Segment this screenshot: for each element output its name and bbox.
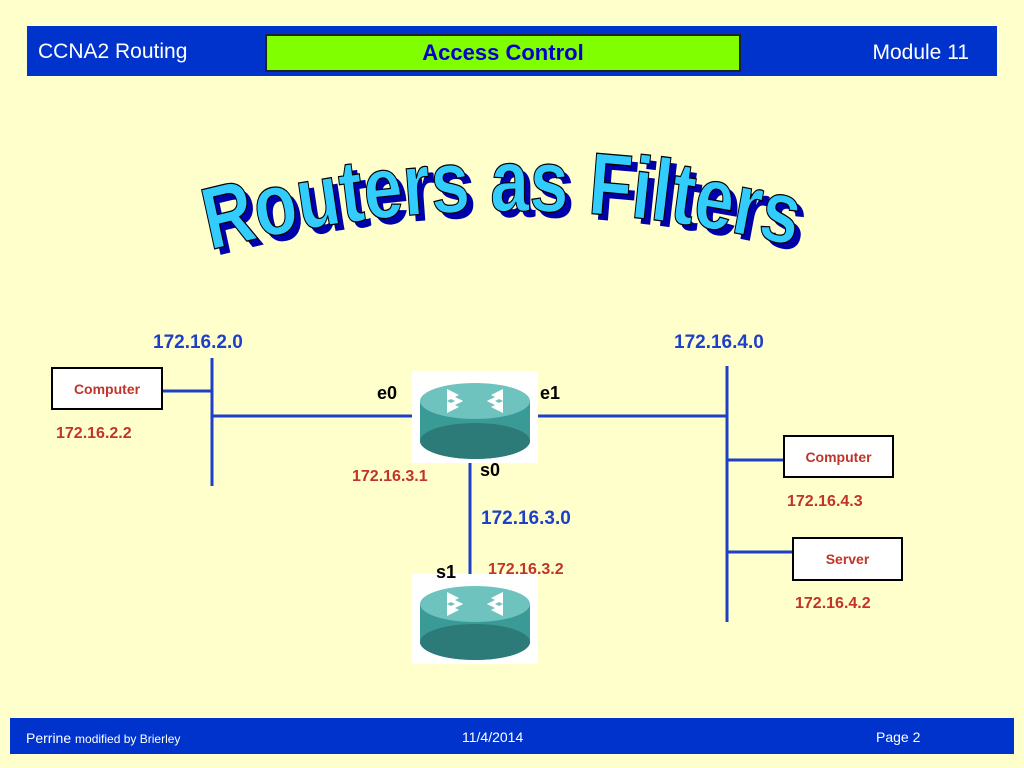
router-icon [412, 371, 538, 463]
footer-date: 11/4/2014 [462, 729, 524, 745]
slide-title: Routers as Filters Routers as Filters [200, 140, 817, 270]
network-label-right: 172.16.4.0 [674, 332, 764, 353]
port-label-s1: s1 [436, 562, 457, 582]
router-icon [412, 574, 538, 664]
router-ip-s1: 172.16.3.2 [488, 561, 564, 578]
left-computer-box: Computer [51, 367, 163, 410]
network-label-left: 172.16.2.0 [153, 332, 243, 353]
right-computer-box: Computer [783, 435, 894, 478]
footer-page: Page 2 [876, 729, 921, 745]
port-label-e1: e1 [540, 383, 561, 403]
section-title: Access Control [265, 34, 741, 72]
footer-author-name: Perrine [26, 730, 72, 746]
footer-modifier: modified by Brierley [75, 732, 181, 746]
course-title: CCNA2 Routing [38, 40, 188, 63]
left-computer-ip: 172.16.2.2 [56, 425, 132, 442]
port-label-e0: e0 [377, 383, 398, 403]
server-box: Server [792, 537, 903, 581]
network-label-serial: 172.16.3.0 [481, 508, 571, 529]
footer-bar: Perrine modified by Brierley 11/4/2014 P… [10, 718, 1014, 754]
footer-author: Perrine modified by Brierley [26, 730, 180, 746]
right-computer-ip: 172.16.4.3 [787, 493, 863, 510]
router-ip-s0: 172.16.3.1 [352, 468, 428, 485]
module-label: Module 11 [872, 41, 969, 64]
port-label-s0: s0 [480, 460, 501, 480]
server-ip: 172.16.4.2 [795, 595, 871, 612]
